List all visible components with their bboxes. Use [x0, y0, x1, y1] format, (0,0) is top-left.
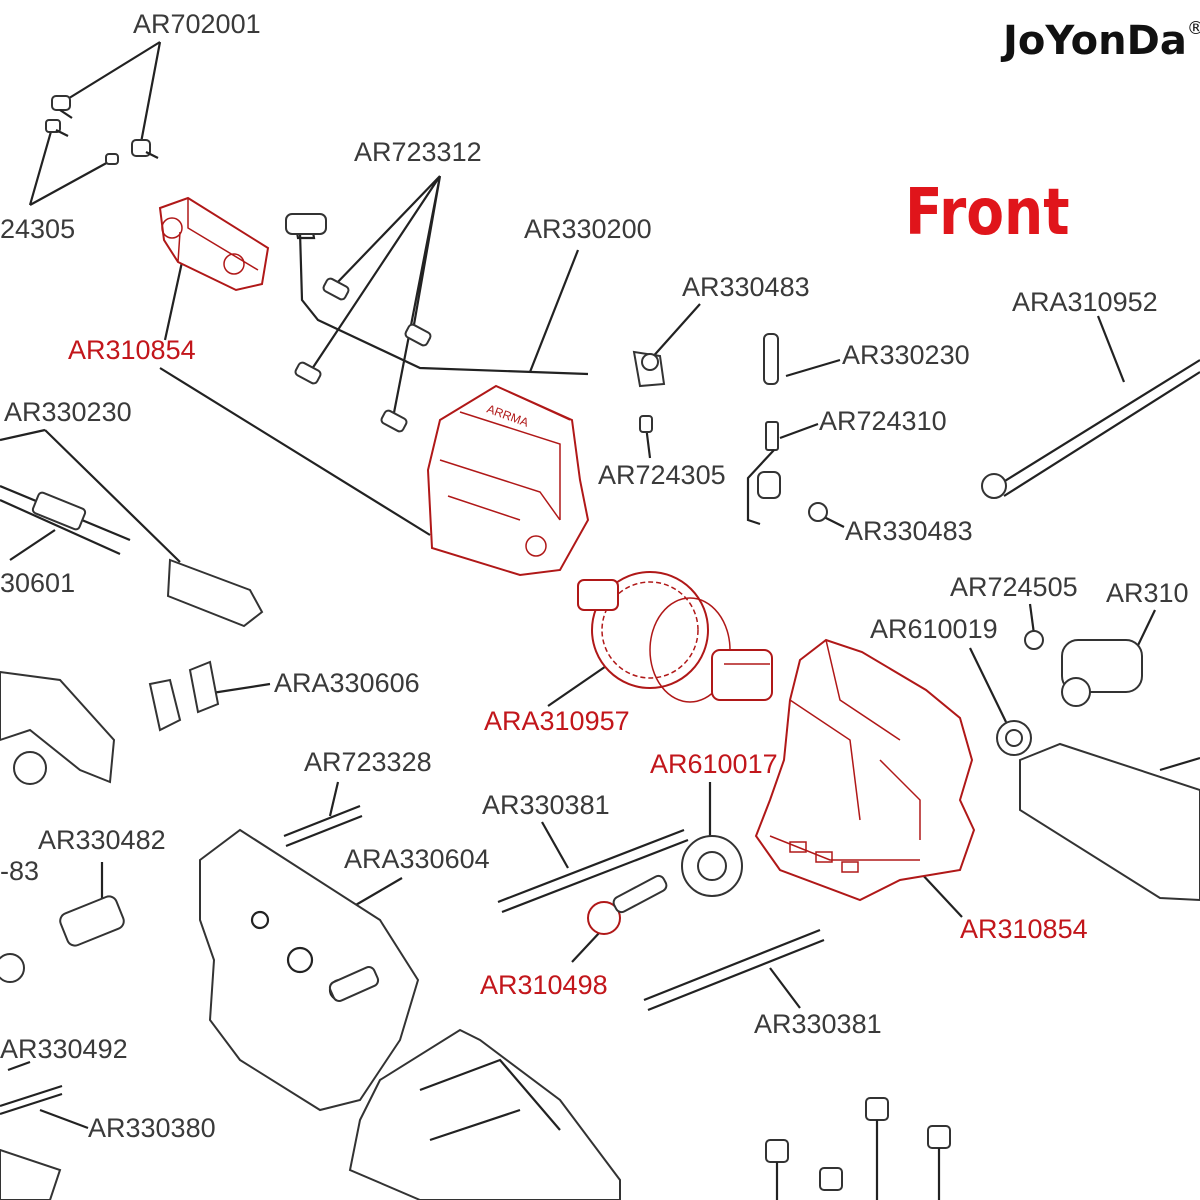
label-ar330230-right: AR330230 — [842, 340, 970, 370]
differential-red-part — [577, 571, 773, 703]
label-ara330604: ARA330604 — [344, 844, 490, 874]
registered-mark: ® — [1186, 17, 1200, 39]
label-ara330606: ARA330606 — [274, 668, 420, 698]
front-heading: Front — [905, 176, 1070, 250]
bearing-and-pinion — [587, 835, 743, 935]
leader-lines — [0, 41, 1156, 1130]
label-ar310854-top: AR310854 — [68, 335, 196, 365]
bearings-and-cups — [996, 630, 1200, 902]
label-ar330601: 30601 — [0, 568, 76, 598]
turnbuckle-left — [0, 484, 264, 628]
label-ar83-cut: -83 — [0, 856, 40, 886]
label-ar330381-bottom: AR330381 — [754, 1009, 882, 1039]
left-suspension-parts — [0, 660, 220, 1200]
label-ar330483-mid: AR330483 — [845, 516, 973, 546]
label-ar330200: AR330200 — [524, 214, 652, 244]
brand-name: JoYonDa — [1003, 18, 1187, 64]
label-ar330381-top: AR330381 — [482, 790, 610, 820]
label-ar723312: AR723312 — [354, 137, 482, 167]
lower-arm-part — [348, 1028, 621, 1200]
pins-and-rods — [283, 804, 825, 1012]
label-ar610017: AR610017 — [650, 749, 778, 779]
label-ar724310: AR724310 — [819, 406, 947, 436]
gearbox-housing-red-part — [754, 638, 976, 902]
label-ara310952: ARA310952 — [1012, 287, 1158, 317]
label-ar724505: AR724505 — [950, 572, 1078, 602]
brand-logo: JoYonDa® — [1003, 18, 1200, 64]
label-ar702001: AR702001 — [133, 9, 261, 39]
label-ar330492: AR330492 — [0, 1034, 128, 1064]
label-ar310498: AR310498 — [480, 970, 608, 1000]
gearbox-cover-red-part: ARRMA — [426, 384, 590, 577]
shock-end-parts — [632, 333, 828, 526]
screws-top-left — [45, 95, 159, 165]
label-ar723328: AR723328 — [304, 747, 432, 777]
servo-mount-red-part — [158, 196, 270, 292]
label-ar330482: AR330482 — [38, 825, 166, 855]
label-ara310957: ARA310957 — [484, 706, 630, 736]
steering-rod-part — [285, 213, 589, 433]
label-ar310854-bottom: AR310854 — [960, 914, 1088, 944]
label-ar330483-top: AR330483 — [682, 272, 810, 302]
label-ar330230-left: AR330230 — [4, 397, 132, 427]
label-ar724305-mid: AR724305 — [598, 460, 726, 490]
dogbone-right — [981, 359, 1200, 499]
label-ar310-cut: AR310 — [1106, 578, 1189, 608]
shock-tower-part — [199, 828, 420, 1112]
label-ar724305-top: 24305 — [0, 214, 76, 244]
label-ar330380: AR330380 — [88, 1113, 216, 1143]
label-ar610019: AR610019 — [870, 614, 998, 644]
hinge-pins-bottom — [765, 1097, 951, 1200]
